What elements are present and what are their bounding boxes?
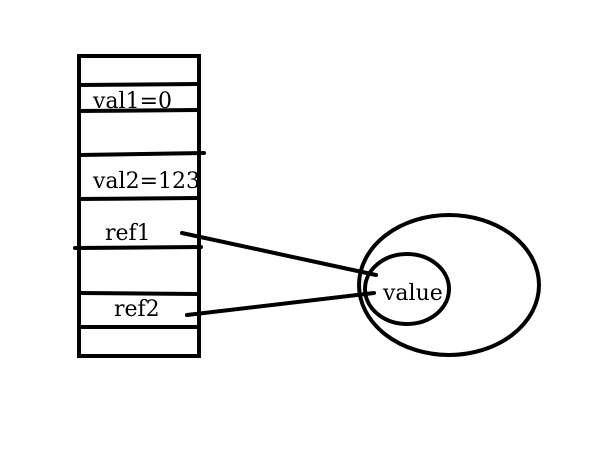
- slot-label-ref2: ref2: [114, 297, 160, 322]
- slot-label-val1: val1=0: [92, 89, 172, 114]
- stack: val1=0 val2=123 ref1 ref2: [73, 54, 206, 358]
- slot-divider: [77, 108, 200, 113]
- heap-region: [357, 213, 541, 357]
- heap: value: [357, 213, 541, 357]
- heap-object: [363, 252, 451, 326]
- slot-divider: [77, 151, 206, 157]
- slot-label-ref1: ref1: [105, 221, 151, 246]
- stack-frame: [77, 54, 201, 358]
- slot-divider: [73, 245, 203, 250]
- references: [180, 231, 378, 317]
- slot-divider: [77, 82, 200, 87]
- ref2-pointer: [185, 291, 376, 317]
- slot-divider: [77, 291, 200, 296]
- slot-divider: [77, 196, 200, 201]
- ref1-pointer: [180, 231, 378, 277]
- slot-label-val2: val2=123: [92, 169, 200, 194]
- heap-object-label: value: [382, 281, 443, 306]
